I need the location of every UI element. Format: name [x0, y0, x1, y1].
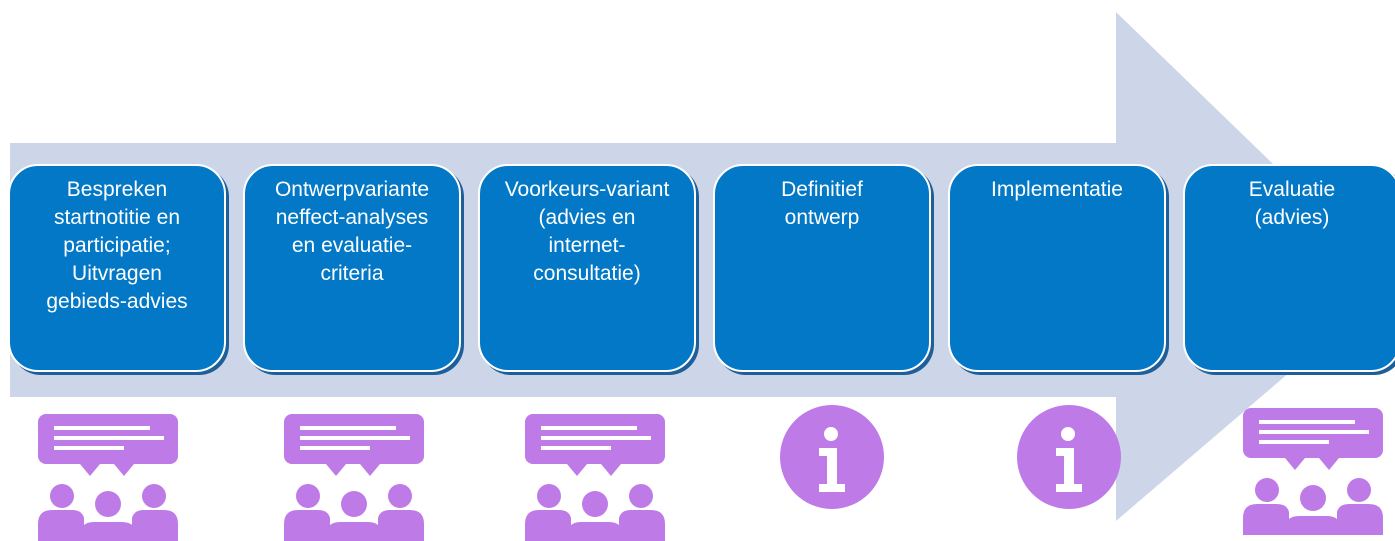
step-label: Ontwerpvariante neffect-analyses en eval… [274, 178, 430, 285]
step-label: Bespreken startnotitie en participatie; … [46, 178, 188, 313]
participation-icon [1243, 408, 1383, 535]
info-icon [780, 405, 884, 509]
info-icon [1017, 405, 1121, 509]
participation-icon [38, 414, 178, 541]
step-definitief-ontwerp: Definitief ontwerp [713, 164, 931, 372]
step-label: Implementatie [991, 178, 1123, 201]
step-evaluatie: Evaluatie (advies) [1183, 164, 1395, 372]
step-label: Voorkeurs-variant (advies en internet- c… [504, 178, 670, 285]
participation-icon [525, 414, 665, 541]
participation-icon [284, 414, 424, 541]
step-bespreken-startnotitie: Bespreken startnotitie en participatie; … [8, 164, 226, 372]
step-label: Evaluatie (advies) [1248, 178, 1336, 229]
step-implementatie: Implementatie [948, 164, 1166, 372]
step-label: Definitief ontwerp [781, 178, 863, 229]
step-ontwerpvarianten: Ontwerpvariante neffect-analyses en eval… [243, 164, 461, 372]
step-voorkeursvariant: Voorkeurs-variant (advies en internet- c… [478, 164, 696, 372]
